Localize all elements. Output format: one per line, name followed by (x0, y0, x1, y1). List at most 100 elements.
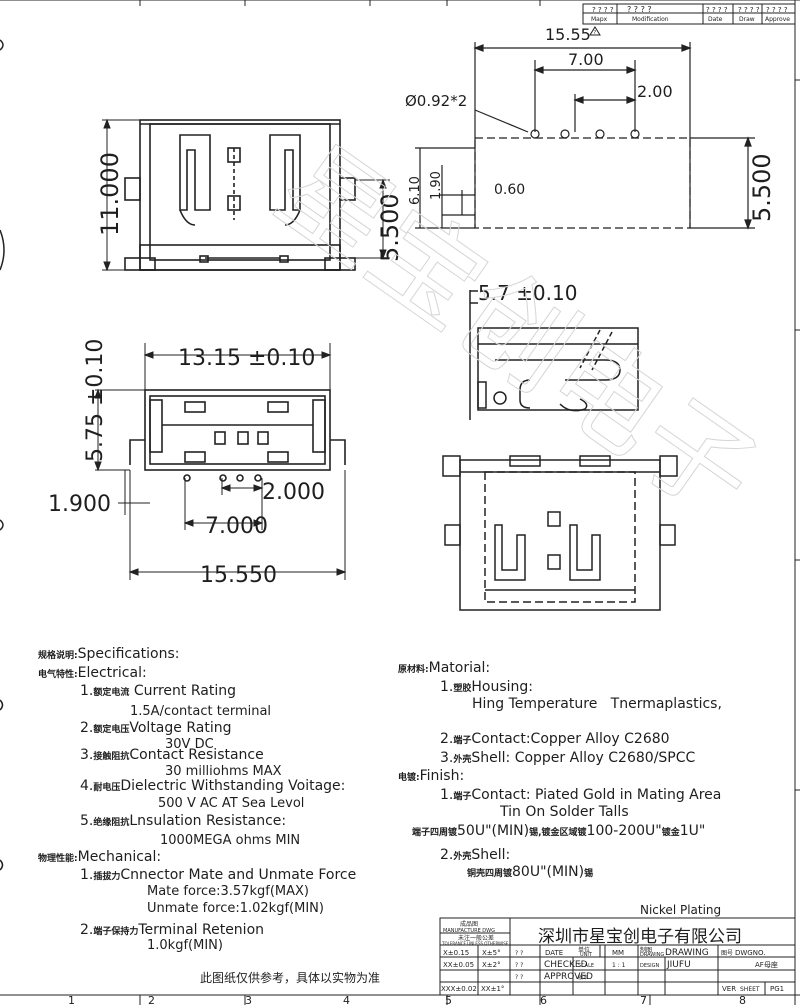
material-finish-shell: 2.外壳Shell: (440, 847, 511, 863)
title-drawing-2: DRAWING (665, 948, 709, 958)
spec-current-value: 1.5A/contact terminal (130, 704, 272, 719)
spec-current: 1.额定电流 Current Rating (80, 683, 236, 699)
title-scale-value: 1 : 1 (612, 962, 626, 969)
title-tol-4: X±2° (482, 961, 501, 969)
revision-block: ? ? ? ? ? ? ? ? ? ? ? ? ? ? ? ? ? ? ? ? … (582, 3, 796, 36)
revision-header-date: Date (708, 16, 723, 23)
dim-11000 (102, 118, 140, 272)
grid-8: 8 (739, 994, 746, 1005)
dim-label-top-7-00: 7.00 (568, 50, 604, 69)
top-view (124, 119, 356, 271)
material-finish: 电镀:Finish: (398, 768, 465, 784)
spec-contact-value: 30 milliohms MAX (165, 764, 282, 779)
spec-dielectric: 4.耐电压Dielectric Withstanding Voitage: (80, 778, 346, 794)
spec-insulation-value: 1000MEGA ohms MIN (160, 833, 301, 848)
material-nickel-plating: Nickel Plating (640, 903, 722, 917)
title-prod-cn: 成品图 (460, 920, 478, 928)
title-checked: CHECKED (544, 960, 588, 970)
grid-3: 3 (245, 994, 252, 1005)
material-plating-line: 端子四周镀50U"(MIN)锡,镀金区域镀100-200U"镀金1U" (412, 823, 706, 839)
dim-label-2-000: 2.000 (262, 480, 325, 505)
spec-retention-value: 1.0kgf(MIN) (147, 938, 223, 953)
material-contact: 2.端子Contact:Copper Alloy C2680 (440, 731, 670, 747)
title-sheet: SHEET (740, 986, 760, 993)
dim-label-5500-small: 5.500 (376, 193, 404, 262)
title-tol-1: X±0.15 (443, 949, 469, 957)
title-approved: APPROVED (544, 972, 593, 982)
revision-header-draw: Draw (739, 16, 755, 23)
dim-label-front-width: 13.15 ±0.10 (178, 346, 315, 371)
revision-header-mapx: Mapx (591, 16, 608, 23)
title-q-3: ? ? (515, 974, 523, 981)
title-unit-value: MM (612, 949, 624, 957)
material-shell: 3.外壳Shell: Copper Alloy C2680/SPCC (440, 750, 696, 766)
title-prod-en: MANUFACTURE DWG (443, 928, 495, 934)
grid-1: 1 (68, 994, 75, 1005)
title-tol-cn: 未注一般公差 (458, 934, 494, 942)
title-ver: VER (722, 985, 736, 993)
revision-triangle-icon (589, 26, 601, 36)
grid-4: 4 (343, 994, 350, 1005)
left-edge-marks (0, 39, 5, 871)
spec-contact: 3.接触阻抗Contact Resistance (80, 747, 264, 763)
title-drawing: DRAWING (640, 952, 664, 958)
spec-mechanical: 物理性能:Mechanical: (38, 849, 162, 865)
title-tol-2: X±5° (482, 949, 501, 957)
material-housing: 1.塑胶Housing: (440, 679, 534, 695)
title-block (439, 917, 796, 996)
disclaimer: 此图纸仅供参考，具体以实物为准 (200, 971, 381, 985)
spec-mate-value: Mate force:3.57kgf(MAX) (147, 884, 309, 899)
dim-label-7-000: 7.000 (205, 514, 268, 539)
title-q-1: ? ? (515, 950, 523, 957)
title-version-cn: 版本 (578, 974, 588, 981)
title-scale: SCALE (578, 963, 594, 969)
revision-placeholder-1: ? ? ? ? (592, 6, 614, 14)
side-view (469, 290, 639, 420)
title-drawing-cn: 制图 (640, 946, 652, 954)
revision-placeholder-2: ? ? ? ? (627, 5, 652, 14)
dim-label-top-15-55: 15.55 (545, 25, 591, 44)
spec-insulation: 5.绝缘阻抗Lnsulation Resistance: (80, 813, 287, 829)
material-title: 原材料:Matorial: (398, 660, 491, 676)
spec-voltage: 2.额定电压Voltage Rating (80, 720, 232, 736)
material-finish-contact: 1.端子Contact: Piated Gold in Mating Area (440, 787, 722, 803)
revision-header-modification: Modification (632, 16, 669, 23)
front-view (129, 389, 346, 482)
grid-2: 2 (148, 994, 155, 1005)
title-tol-5: XXX±0.02 (441, 985, 477, 993)
title-tol-en: TOLERANCE UNLESS OTHERWISE (441, 941, 509, 946)
title-company: 深圳市星宝创电子有限公司 (538, 927, 742, 947)
title-date: DATE (545, 949, 563, 957)
title-unit: UNIT (580, 952, 593, 958)
front-dims (94, 343, 347, 580)
dim-label-side-5-7: 5.7 ±0.10 (478, 281, 577, 305)
bottom-view (442, 455, 678, 611)
spec-electrical: 电气特性:Electrical: (38, 665, 147, 681)
spec-retention: 2.端子保持力Terminal Retenion (80, 922, 265, 938)
title-q-2: ? ? (515, 962, 523, 969)
dim-label-0-60: 0.60 (494, 182, 525, 198)
spec-title: 规格说明:Specifications: (38, 646, 180, 662)
dim-label-top-2-00: 2.00 (637, 82, 673, 101)
material-finish-contact-value: Tin On Solder Talls (500, 804, 629, 820)
spec-unmate-value: Unmate force:1.02kgf(MIN) (147, 901, 324, 916)
dim-5500-small (345, 178, 390, 260)
material-housing-value: Hing Temperature Tnermaplastics, (472, 696, 722, 712)
dim-label-1-90: 1.90 (429, 171, 444, 200)
spec-voltage-value: 30V DC (165, 737, 214, 752)
title-dwgno: DWGNO. (735, 949, 765, 957)
dim-label-15-550: 15.550 (200, 563, 277, 588)
revision-triangle-mark: ? (594, 30, 597, 36)
material-finish-shell-value: 铜壳四周镀80U"(MIN)锡 (467, 864, 594, 880)
title-sheet-value: PG1 (770, 985, 784, 993)
grid-7: 7 (640, 994, 647, 1005)
grid-6: 6 (540, 994, 547, 1005)
revision-placeholder-3: ? ? ? ? (706, 6, 728, 14)
dim-label-11000: 11.000 (96, 152, 124, 236)
footprint-view (415, 42, 755, 230)
revision-placeholder-4: ? ? ? ? (738, 6, 760, 14)
spec-mate: 1.插拔力Cnnector Mate and Unmate Force (80, 867, 357, 883)
dim-label-1-900: 1.900 (48, 492, 111, 517)
dim-label-6-10: 6.10 (408, 176, 423, 205)
